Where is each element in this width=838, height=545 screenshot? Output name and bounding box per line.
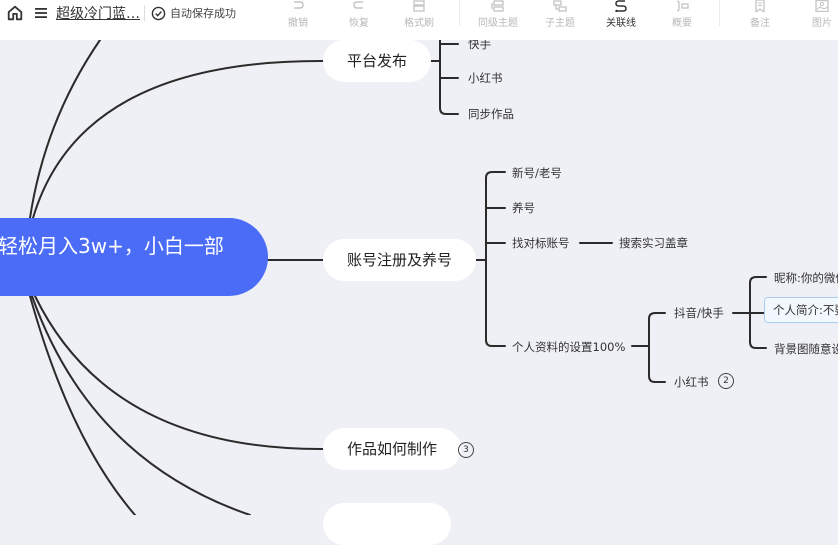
subtopic-label: 同步作品 (468, 107, 514, 121)
connector-profile-bracket (631, 312, 666, 383)
connector-platform-bracket (427, 39, 459, 115)
note-icon (755, 0, 765, 12)
sibling-topic-icon (491, 0, 504, 12)
format-brush-button[interactable]: 格式刷 (394, 0, 444, 30)
relation-line-label: 关联线 (606, 18, 636, 29)
topic-next-partial[interactable] (323, 503, 451, 545)
subtopic-button[interactable]: 子主题 (535, 0, 585, 30)
subtopic-sync-works[interactable]: 同步作品 (468, 106, 514, 122)
subtopic-xiaohongshu[interactable]: 小红书 (468, 70, 503, 86)
subtopic-nurture-account[interactable]: 养号 (512, 200, 535, 216)
divider (144, 5, 145, 21)
format-brush-label: 格式刷 (404, 18, 434, 29)
subtopic-label: 个人资料的设置100% (512, 340, 626, 354)
subtopic-label: 个人简介:不要 (773, 303, 838, 317)
redo-label: 恢复 (349, 18, 369, 29)
image-button[interactable]: 图片 (797, 0, 838, 30)
subtopic-label: 搜索实习盖章 (619, 236, 688, 250)
image-icon (815, 0, 829, 12)
connector-root-works (34, 295, 324, 451)
topic-works-production[interactable]: 作品如何制作 (323, 428, 462, 470)
image-label: 图片 (812, 18, 832, 29)
subtopic-label: 新号/老号 (512, 166, 562, 180)
topic-label: 账号注册及养号 (347, 251, 453, 269)
mindmap-connectors (29, 39, 767, 515)
connector-root-offscreen-top (29, 39, 101, 219)
subtopic-background-image[interactable]: 背景图随意设 (774, 341, 838, 357)
subtopic-nickname[interactable]: 昵称:你的微信 (774, 270, 838, 286)
summary-icon (676, 0, 689, 12)
toolbar-divider (719, 0, 720, 26)
subtopic-label: 子主题 (545, 18, 575, 29)
collapsed-count-badge[interactable]: 3 (458, 442, 474, 458)
sibling-topic-label: 同级主题 (478, 18, 518, 29)
subtopic-douyin-kuaishou[interactable]: 抖音/快手 (674, 305, 724, 321)
subtopic-label: 小红书 (468, 71, 503, 85)
toolbar-divider (459, 0, 460, 26)
subtopic-label: 找对标账号 (512, 236, 570, 250)
format-brush-icon (413, 0, 425, 12)
toolbar-left: 超级冷门蓝… 自动保存成功 (6, 3, 236, 23)
top-toolbar: 超级冷门蓝… 自动保存成功 撤销 恢复 格式刷 同级主题 子主题 关联线 概要 (0, 0, 838, 40)
relation-line-button[interactable]: 关联线 (596, 0, 646, 30)
subtopic-bio-selected[interactable]: 个人简介:不要 (764, 297, 838, 323)
subtopic-icon (553, 0, 567, 12)
subtopic-xiaohongshu-profile[interactable]: 小红书 (674, 374, 709, 390)
root-topic[interactable]: 轻松月入3w+，小白一部 (0, 218, 268, 296)
sibling-topic-button[interactable]: 同级主题 (473, 0, 523, 30)
note-label: 备注 (750, 18, 770, 29)
connector-root-platform (32, 59, 324, 219)
summary-button[interactable]: 概要 (657, 0, 707, 30)
subtopic-find-benchmark[interactable]: 找对标账号 (512, 235, 570, 251)
collapsed-count-badge[interactable]: 2 (718, 373, 734, 389)
save-status: 自动保存成功 (170, 7, 236, 20)
root-topic-label: 轻松月入3w+，小白一部 (0, 234, 224, 258)
check-circle-icon (151, 6, 166, 20)
subtopic-label: 背景图随意设 (774, 342, 838, 356)
subtopic-profile-settings[interactable]: 个人资料的设置100% (512, 339, 625, 355)
summary-label: 概要 (672, 18, 692, 29)
redo-icon (353, 1, 363, 9)
subtopic-kuaishou[interactable]: 快手 (468, 36, 491, 52)
redo-button[interactable]: 恢复 (334, 0, 384, 30)
connector-root-next (31, 295, 251, 515)
note-button[interactable]: 备注 (735, 0, 785, 30)
connector-douyin-bracket (732, 276, 767, 349)
topic-account-registration[interactable]: 账号注册及养号 (323, 239, 477, 281)
home-icon[interactable] (6, 4, 24, 22)
connector-account-bracket (471, 171, 506, 347)
undo-icon (294, 1, 304, 9)
subtopic-label: 昵称:你的微信 (774, 271, 838, 285)
topic-label: 平台发布 (347, 52, 408, 70)
document-title[interactable]: 超级冷门蓝… (56, 6, 140, 22)
subtopic-new-old-account[interactable]: 新号/老号 (512, 165, 562, 181)
menu-icon[interactable] (34, 6, 48, 20)
subtopic-search-practice[interactable]: 搜索实习盖章 (619, 235, 688, 251)
topic-label: 作品如何制作 (347, 440, 438, 458)
subtopic-label: 快手 (468, 37, 491, 51)
undo-button[interactable]: 撤销 (273, 0, 323, 30)
subtopic-label: 养号 (512, 201, 535, 215)
topic-platform-publish[interactable]: 平台发布 (323, 40, 432, 82)
connector-root-offscreen-bottom (29, 295, 136, 515)
subtopic-label: 抖音/快手 (674, 306, 724, 320)
subtopic-label: 小红书 (674, 375, 709, 389)
undo-label: 撤销 (288, 18, 308, 29)
relation-line-icon (615, 0, 627, 12)
